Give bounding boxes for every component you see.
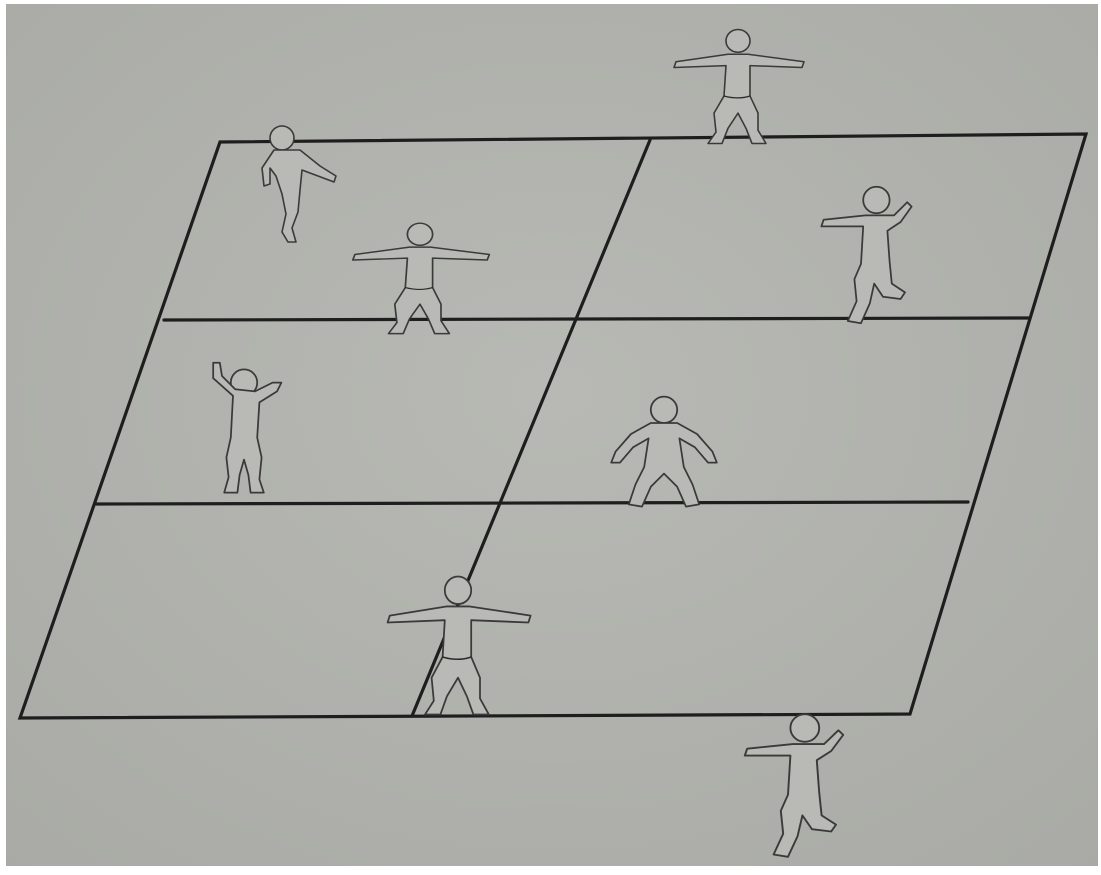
court-row-line-2 bbox=[96, 502, 968, 504]
court-row-line-1 bbox=[164, 318, 1030, 320]
paper-sheet bbox=[6, 4, 1098, 866]
